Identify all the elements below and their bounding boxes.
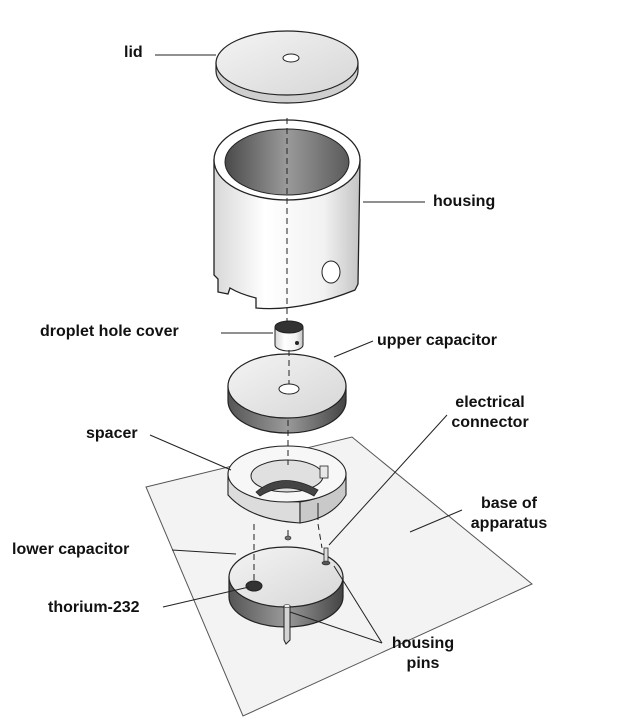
label-electrical-connector-line2: connector [451, 414, 529, 431]
label-spacer: spacer [86, 425, 138, 442]
label-housing-pins: housing pins [380, 634, 466, 674]
housing-pins-part [283, 604, 291, 645]
label-droplet-hole-cover: droplet hole cover [40, 323, 179, 340]
label-electrical-connector-line1: electrical [455, 394, 525, 411]
label-base-of-apparatus: base of apparatus [459, 494, 559, 534]
label-thorium-232: thorium-232 [48, 599, 140, 616]
label-base-line2: apparatus [470, 515, 548, 532]
lower-capacitor-part [228, 546, 344, 628]
lid-part [215, 30, 359, 104]
leader-lines [149, 54, 463, 644]
label-upper-capacitor: upper capacitor [377, 332, 498, 349]
label-electrical-connector: electrical connector [444, 393, 536, 433]
label-base-line1: base of [480, 495, 537, 512]
label-housing-pins-line2: pins [406, 655, 440, 672]
droplet-hole-cover-part [274, 320, 304, 352]
label-housing-pins-line1: housing [391, 635, 455, 652]
label-housing: housing [433, 193, 496, 210]
assembly-axes [253, 118, 323, 580]
upper-capacitor-part [227, 353, 347, 434]
label-lid: lid [124, 44, 143, 61]
label-lower-capacitor: lower capacitor [12, 541, 130, 558]
spacer-part [227, 445, 347, 524]
